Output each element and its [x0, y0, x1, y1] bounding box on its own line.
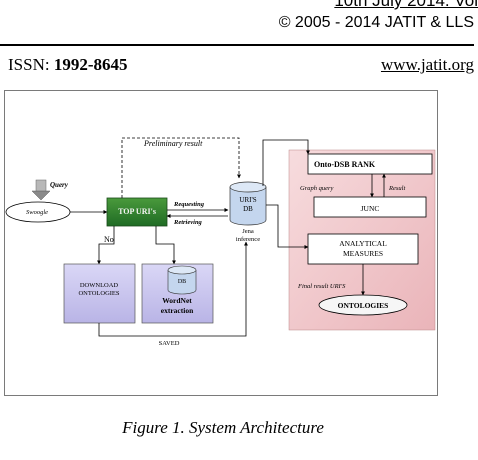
wordnet-db-cylinder — [167, 265, 197, 295]
graph-query-label: Graph query — [300, 185, 334, 192]
ontologies-label: ONTOLOGIES — [338, 301, 389, 310]
header-issn: ISSN: 1992-8645 — [8, 55, 128, 74]
uris-db-label-2: DB — [243, 205, 253, 213]
swoogle-label: Swoogle — [26, 209, 48, 216]
jena-label-1: Jena — [242, 228, 254, 235]
onto-dsb-rank-box — [307, 153, 433, 175]
download-label-2: ONTOLOGIES — [78, 290, 119, 297]
query-label: Query — [50, 181, 69, 189]
preliminary-result-path — [121, 137, 241, 198]
wordnet-db-label: DB — [178, 279, 186, 285]
db-to-analytical-path — [266, 204, 309, 249]
junc-label: JUNC — [361, 204, 380, 213]
onto-dsb-rank-label: Onto-DSB RANK — [314, 160, 376, 169]
no-label: No — [104, 235, 114, 244]
requesting-label: Requesting — [173, 201, 205, 208]
analytical-measures-box — [307, 233, 419, 265]
query-arrow — [31, 179, 51, 201]
issn-number: 1992-8645 — [53, 55, 128, 74]
wordnet-label-2: extraction — [161, 306, 194, 315]
final-result-label: Final result URI'S — [297, 283, 346, 290]
preliminary-result-label: Preliminary result — [143, 139, 203, 148]
figure-caption: Figure 1. System Architecture — [122, 418, 324, 437]
architecture-diagram: Query Swoogle TOP URI's Preliminary resu… — [5, 137, 436, 347]
download-ontologies-box — [63, 263, 136, 324]
db-to-rank-path — [262, 139, 310, 186]
top-to-wordnet — [155, 226, 176, 265]
uris-db-label-1: URI'S — [239, 196, 256, 204]
uris-db-cylinder — [229, 181, 267, 226]
top-uris-label: TOP URI's — [118, 207, 156, 216]
junc-box — [313, 196, 427, 218]
header-rule — [0, 44, 474, 46]
saved-path — [98, 241, 248, 337]
analytical-label-2: MEASURES — [343, 249, 383, 258]
header-url[interactable]: www.jatit.org — [380, 55, 474, 74]
wordnet-label-1: WordNet — [162, 296, 192, 305]
header-date: 10th July 2014. Vol — [334, 0, 478, 10]
analytical-label-1: ANALYTICAL — [339, 239, 387, 248]
download-label-1: DOWNLOAD — [80, 282, 119, 289]
saved-label: SAVED — [159, 340, 180, 347]
jena-label-2: inference — [236, 236, 260, 243]
no-path — [97, 226, 115, 265]
retrieving-label: Retrieving — [173, 219, 203, 226]
result-label: Result — [388, 185, 405, 192]
top-uris-box — [106, 197, 168, 227]
header-copyright: © 2005 - 2014 JATIT & LLS — [278, 14, 474, 31]
ontologies-node — [318, 294, 408, 316]
